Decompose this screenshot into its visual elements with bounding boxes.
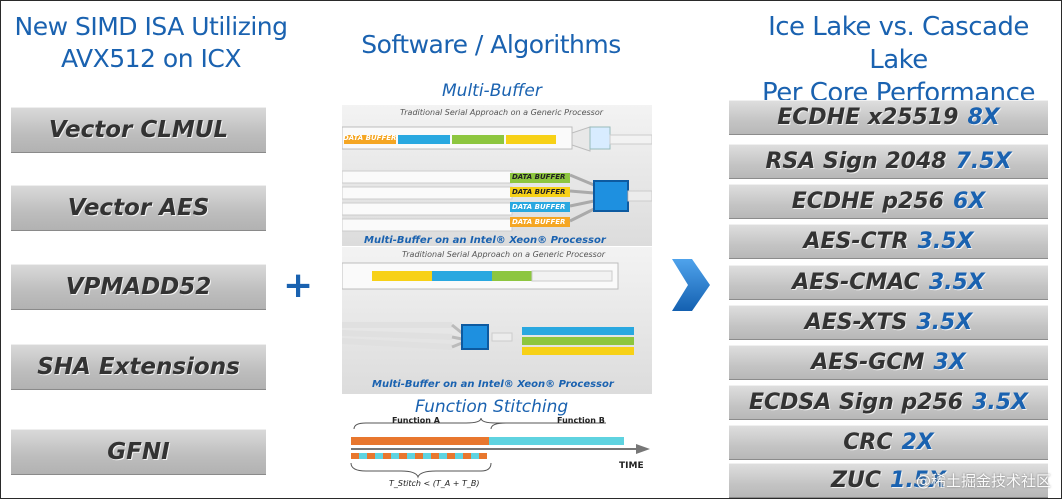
feature-vector-aes: Vector AES: [11, 185, 266, 231]
multi-buffer-title: Multi-Buffer: [442, 81, 542, 101]
perf-speedup: 3.5X: [972, 390, 1029, 415]
feature-sha-extensions: SHA Extensions: [11, 344, 266, 390]
performance-heading-line1: Ice Lake vs. Cascade Lake: [768, 12, 1029, 75]
feature-vpmadd52: VPMADD52: [11, 264, 266, 310]
perf-name: ECDHE x25519: [777, 105, 959, 130]
watermark: @稀土掘金技术社区: [915, 472, 1051, 490]
multi-buffer-diagram-1: [342, 126, 652, 232]
perf-speedup: 7.5X: [955, 149, 1012, 174]
perf-name: AES-GCM: [811, 350, 925, 375]
feature-gfni: GFNI: [11, 429, 266, 475]
simd-isa-heading: New SIMD ISA Utilizing AVX512 on ICX: [1, 11, 301, 75]
perf-row-ecdhe-x25519: ECDHE x25519 8X: [729, 100, 1048, 135]
perf-name: AES-CTR: [803, 229, 909, 254]
multi-buffer-panel-2: Traditional Serial Approach on a Generic…: [342, 247, 652, 394]
perf-row-aes-cmac: AES-CMAC 3.5X: [729, 265, 1048, 300]
multibuffer-xeon-caption-2: Multi-Buffer on an Intel® Xeon® Processo…: [372, 379, 614, 390]
perf-row-aes-gcm: AES-GCM 3X: [729, 345, 1048, 380]
perf-row-aes-xts: AES-XTS 3.5X: [729, 305, 1048, 340]
perf-name: AES-XTS: [804, 310, 908, 335]
perf-speedup: 3.5X: [928, 270, 985, 295]
function-stitching-diagram: [350, 417, 650, 479]
buffer-label-5: DATA BUFFER: [512, 218, 566, 226]
perf-name: RSA Sign 2048: [765, 149, 947, 174]
perf-row-crc: CRC 2X: [729, 425, 1048, 460]
buffer-label-3: DATA BUFFER: [512, 188, 566, 196]
perf-row-zuc: ZUC 1.5X: [729, 463, 1048, 498]
buffer-label-1: DATA BUFFER: [343, 134, 397, 142]
perf-row-rsa-sign-2048: RSA Sign 2048 7.5X: [729, 144, 1048, 179]
multibuffer-xeon-caption-1: Multi-Buffer on an Intel® Xeon® Processo…: [364, 235, 606, 246]
buffer-label-2: DATA BUFFER: [512, 173, 566, 181]
multi-buffer-diagram-2: [342, 262, 634, 355]
perf-row-ecdsa-sign-p256: ECDSA Sign p256 3.5X: [729, 385, 1048, 420]
plus-icon: +: [283, 265, 314, 306]
perf-speedup: 2X: [901, 430, 934, 455]
software-algorithms-heading: Software / Algorithms: [361, 30, 621, 59]
stitch-formula: T_Stitch < (T_A + T_B): [389, 479, 480, 488]
serial-approach-caption: Traditional Serial Approach on a Generic…: [400, 108, 604, 117]
perf-name: ECDSA Sign p256: [748, 390, 964, 415]
multi-buffer-panel-1: Traditional Serial Approach on a Generic…: [342, 105, 652, 246]
perf-name: ZUC: [831, 468, 882, 493]
simd-isa-heading-line2: AVX512 on ICX: [61, 44, 241, 73]
function-stitching-title: Function Stitching: [415, 397, 569, 417]
perf-row-ecdhe-p256: ECDHE p256 6X: [729, 184, 1048, 219]
function-b-label: Function B: [557, 416, 605, 425]
performance-heading: Ice Lake vs. Cascade Lake Per Core Perfo…: [736, 11, 1061, 110]
right-arrow-icon: [672, 259, 710, 311]
function-a-label: Function A: [392, 416, 440, 425]
perf-name: CRC: [843, 430, 893, 455]
perf-speedup: 3X: [933, 350, 966, 375]
perf-row-aes-ctr: AES-CTR 3.5X: [729, 224, 1048, 259]
serial-approach-caption-2: Traditional Serial Approach on a Generic…: [402, 250, 606, 259]
feature-vector-clmul: Vector CLMUL: [11, 107, 266, 153]
perf-speedup: 6X: [952, 189, 986, 214]
perf-speedup: 3.5X: [916, 310, 973, 335]
perf-name: AES-CMAC: [792, 270, 920, 295]
stitched-segments: [351, 453, 487, 459]
perf-name: ECDHE p256: [791, 189, 944, 214]
perf-speedup: 3.5X: [917, 229, 974, 254]
perf-speedup: 1.5X: [890, 468, 946, 493]
simd-isa-heading-line1: New SIMD ISA Utilizing: [14, 12, 288, 41]
perf-speedup: 8X: [967, 105, 1000, 130]
time-label: TIME: [619, 461, 644, 471]
buffer-label-4: DATA BUFFER: [512, 203, 566, 211]
